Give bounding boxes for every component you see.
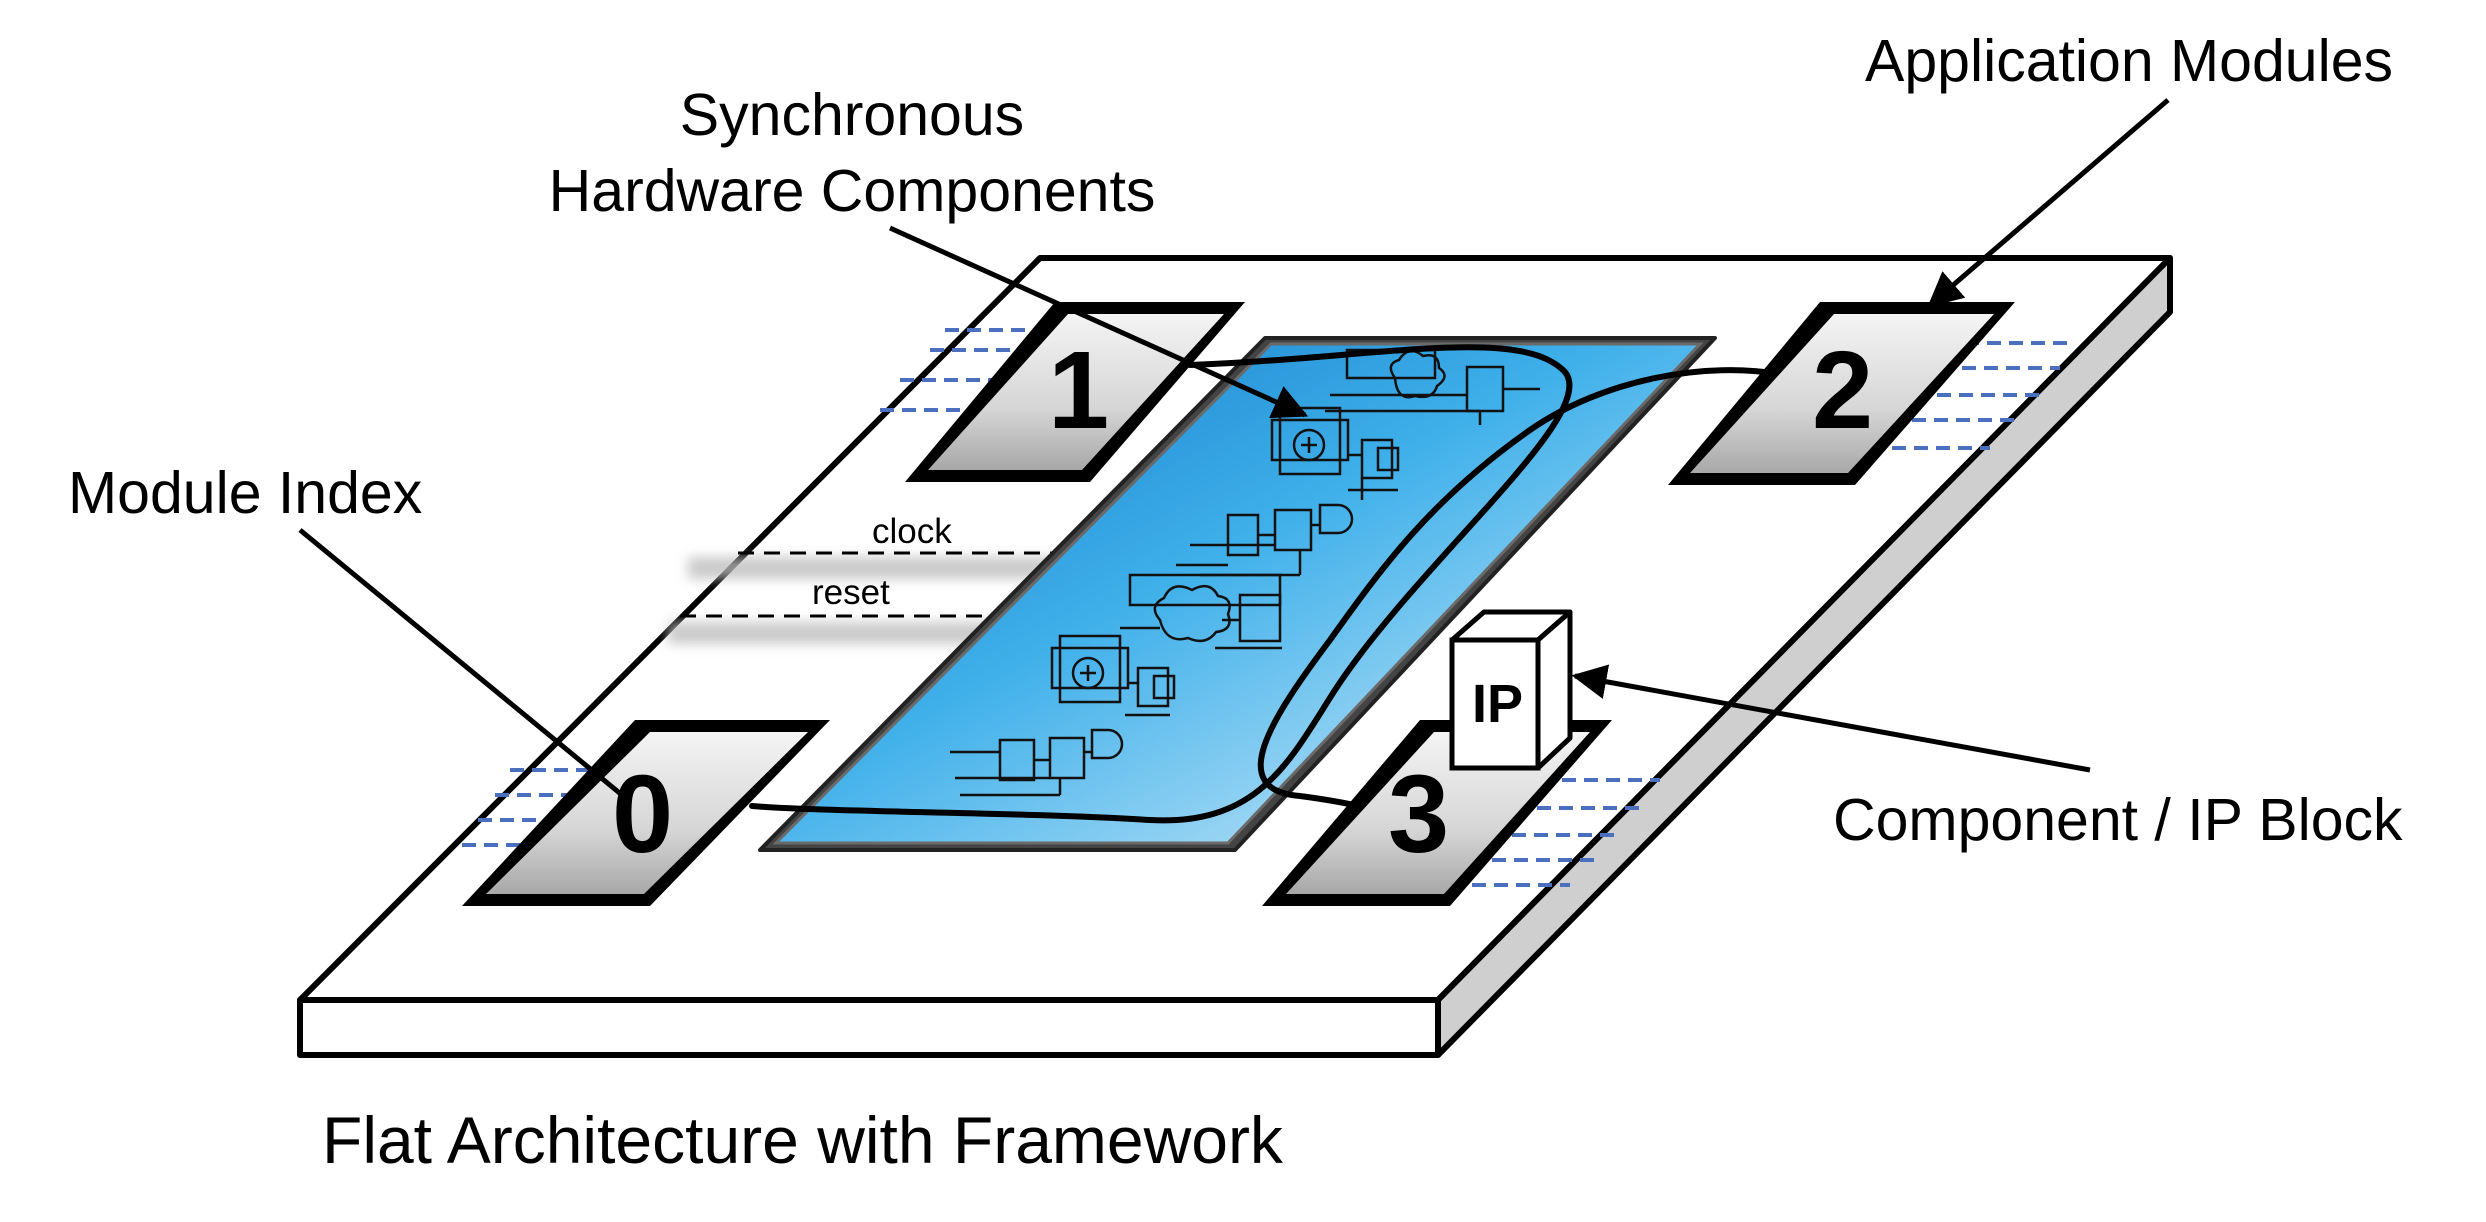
clock-label: clock	[872, 512, 952, 551]
application-modules-label: Application Modules	[1865, 28, 2393, 94]
figure-caption: Flat Architecture with Framework	[322, 1103, 1284, 1177]
module-index-label: Module Index	[68, 460, 422, 526]
pointer-module-index	[298, 528, 624, 797]
callout-pointers	[298, 98, 2170, 797]
pointer-application-modules	[1927, 98, 2170, 308]
pointer-component-ip	[1571, 664, 2091, 773]
synchronous-label-line2: Hardware Components	[549, 158, 1156, 224]
ip-block[interactable]: IP	[1449, 609, 1573, 771]
board-front-face	[297, 997, 1441, 1058]
component-ip-label: Component / IP Block	[1833, 787, 2403, 853]
module-0[interactable]: 0	[462, 720, 830, 906]
signal-lanes: clock reset	[668, 512, 1068, 644]
pointer-synchronous	[888, 225, 1309, 419]
board-side-face	[1435, 255, 2173, 1058]
module-2[interactable]: 2	[1668, 302, 2015, 485]
module-2-index: 2	[1812, 329, 1873, 452]
ip-label: IP	[1472, 674, 1523, 734]
reset-label: reset	[812, 573, 890, 612]
hardware-fabric	[758, 336, 1717, 852]
grouping-ip-loop	[1257, 367, 1788, 823]
fabric-surface	[776, 344, 1700, 843]
callout-labels: Synchronous Hardware Components Applicat…	[68, 28, 2403, 1177]
module-3-index: 3	[1388, 753, 1449, 876]
module-0-index: 0	[612, 753, 673, 876]
grouping-loop	[749, 344, 1573, 824]
component-groupings	[749, 344, 1788, 824]
synchronous-label-line1: Synchronous	[680, 82, 1024, 148]
module-1-index: 1	[1048, 329, 1109, 452]
